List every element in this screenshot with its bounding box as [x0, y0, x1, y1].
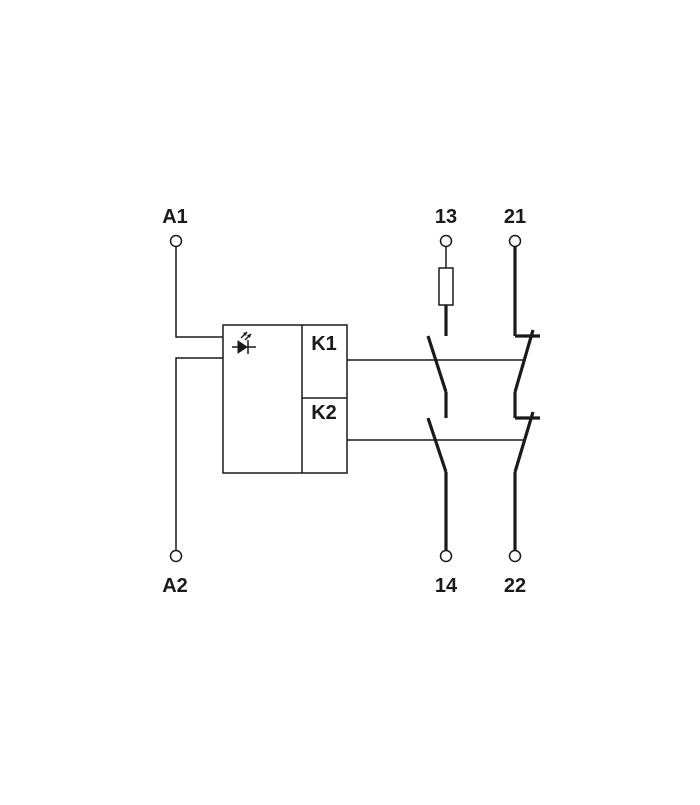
terminal-label-13: 13	[435, 206, 457, 228]
terminal-label-14: 14	[435, 575, 458, 597]
coil-label-k1: K1	[311, 333, 337, 355]
relay-module-box	[222, 324, 348, 474]
wire-a2	[175, 357, 223, 550]
k1-nc-contact	[513, 329, 535, 393]
terminal-circle-icon	[169, 549, 183, 563]
wire-a1	[175, 247, 223, 338]
terminal-label-a2: A2	[162, 575, 188, 597]
terminal-circle-icon	[169, 234, 183, 248]
k1-no-contact	[426, 335, 448, 393]
terminal-label-a1: A1	[162, 206, 188, 228]
terminal-label-22: 22	[504, 575, 526, 597]
fuse-icon	[438, 267, 454, 306]
terminal-circle-icon	[439, 549, 453, 563]
k2-no-contact	[426, 417, 448, 473]
coil-label-k2: K2	[311, 402, 337, 424]
terminal-circle-icon	[508, 549, 522, 563]
terminal-label-21: 21	[504, 206, 526, 228]
terminal-circle-icon	[439, 234, 453, 248]
led-diode-icon	[232, 331, 256, 354]
terminal-circle-icon	[508, 234, 522, 248]
k2-nc-contact	[513, 411, 535, 473]
